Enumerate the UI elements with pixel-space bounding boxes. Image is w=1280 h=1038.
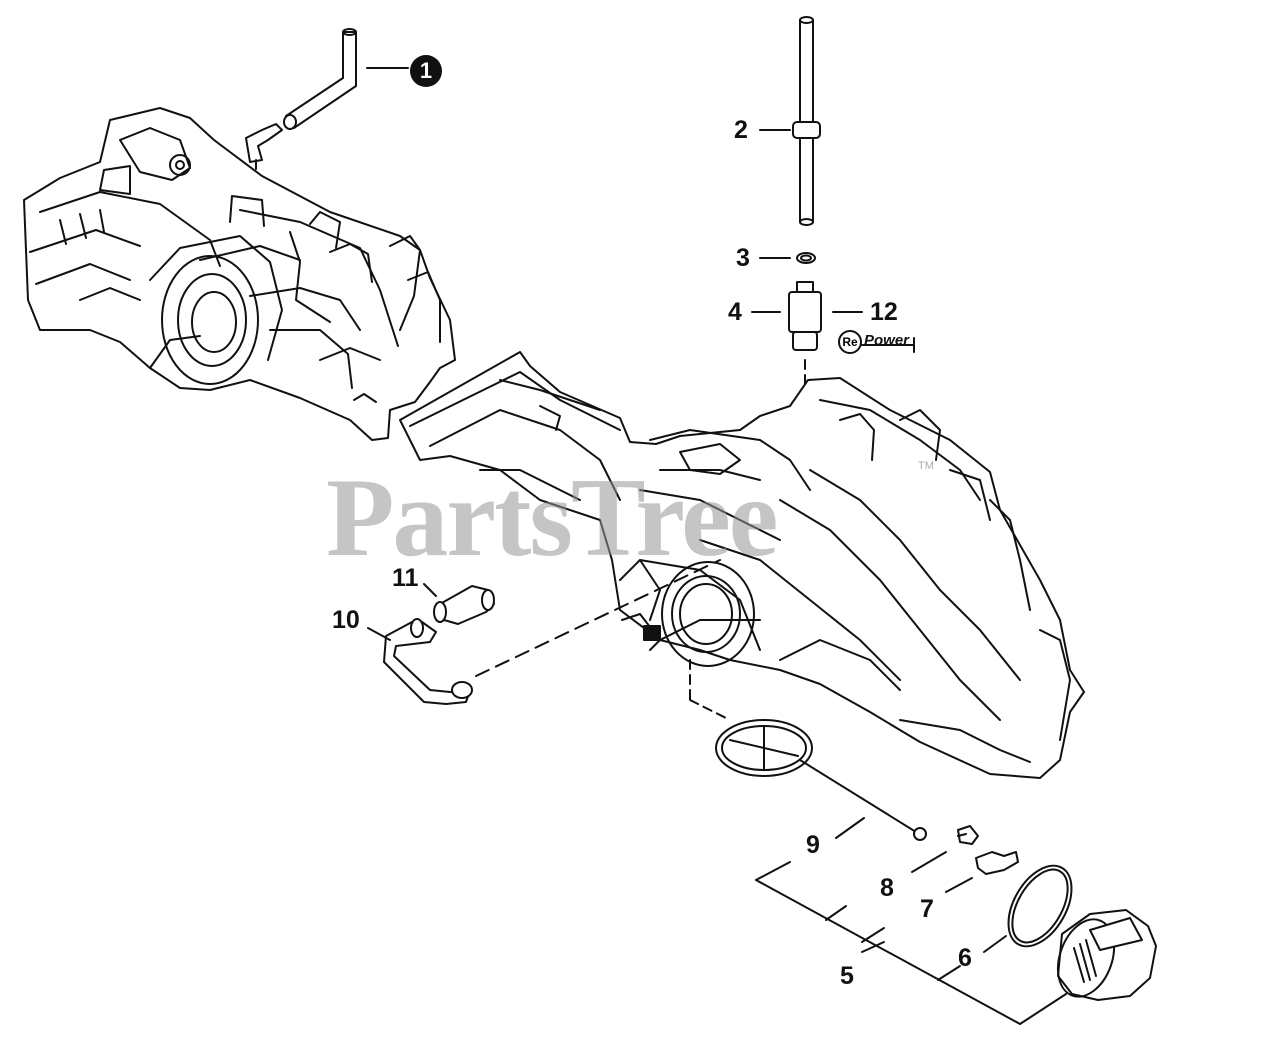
callout-3[interactable]: 3: [736, 244, 750, 272]
repower-logo-text: Power: [864, 332, 910, 349]
screw-part: [911, 825, 979, 873]
callout-11[interactable]: 11: [392, 564, 419, 592]
oil-strainer-part: [689, 659, 927, 841]
callout-5[interactable]: 5: [840, 962, 854, 990]
gasket-ring-part: [983, 864, 1073, 953]
group-bracket: [755, 861, 1067, 1025]
parts-tree-watermark: PartsTree: [326, 456, 779, 580]
clip-part: [945, 851, 1019, 893]
callout-1[interactable]: 1: [410, 55, 442, 87]
fuel-line-part: [283, 28, 409, 130]
callout-10[interactable]: 10: [332, 606, 360, 634]
callout-9[interactable]: 9: [806, 831, 820, 859]
callout-12[interactable]: 12: [870, 298, 898, 326]
oil-tank-chassis: [399, 351, 1085, 779]
repower-logo-prefix: Re: [842, 335, 858, 349]
oil-cap-part: [1056, 909, 1157, 1001]
crankcase-housing: [23, 107, 456, 441]
callout-8[interactable]: 8: [880, 874, 894, 902]
oil-hose-part: [367, 559, 721, 705]
callout-6[interactable]: 6: [958, 944, 972, 972]
oil-pipe-part: [759, 16, 821, 226]
callout-4[interactable]: 4: [728, 298, 742, 326]
callout-7[interactable]: 7: [920, 895, 934, 923]
hose-connector-part: [423, 583, 495, 625]
callout-2[interactable]: 2: [734, 116, 748, 144]
repower-logo-badge: Re: [838, 330, 862, 354]
watermark-trademark: TM: [918, 460, 934, 472]
o-ring-part: [759, 252, 816, 264]
